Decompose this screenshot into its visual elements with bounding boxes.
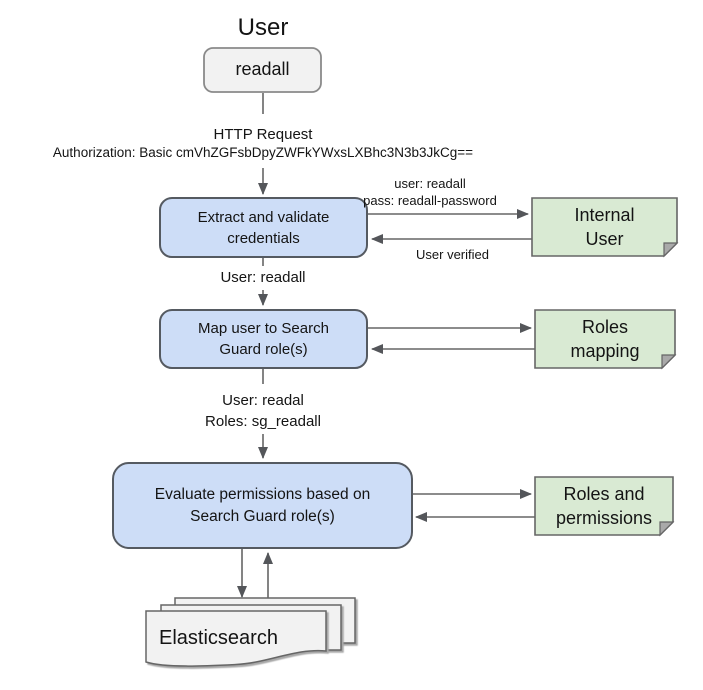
evaluate-permissions-label: Evaluate permissions based on Search Gua… xyxy=(154,485,371,525)
elasticsearch-doc-front xyxy=(145,610,327,667)
http-request-label: HTTP Request xyxy=(213,126,313,143)
map-roles-node-shape xyxy=(159,309,368,369)
map-roles-label: Map user to Search Guard role(s) xyxy=(198,320,329,358)
internal-user-note-fold xyxy=(663,242,679,258)
roles-permissions-note-fold xyxy=(659,521,675,537)
elasticsearch-label: Elasticsearch xyxy=(159,627,278,649)
credentials-out-label: user: readall pass: readall-password xyxy=(363,176,497,208)
roles-mapping-label: Roles mapping xyxy=(570,317,640,361)
user-verified-label: User verified xyxy=(416,247,489,262)
evaluate-permissions-node-shape xyxy=(112,462,413,549)
extract-credentials-label: Extract and validate credentials xyxy=(197,208,330,247)
diagram-title: User xyxy=(237,14,289,41)
roles-permissions-label: Roles and permissions xyxy=(555,484,653,528)
connectors xyxy=(237,93,535,598)
authorization-header-label: Authorization: Basic cmVhZGFsbDpyZWFkYWx… xyxy=(52,145,474,160)
user-credential-node-shape xyxy=(203,47,322,93)
roles-mapping-note-fold xyxy=(661,354,677,370)
internal-user-label: Internal User xyxy=(574,205,635,249)
user-credential-label: readall xyxy=(235,59,290,80)
after-extract-label: User: readall xyxy=(220,269,306,286)
after-map-label: User: readal Roles: sg_readall xyxy=(205,392,321,430)
extract-credentials-node-shape xyxy=(159,197,368,258)
